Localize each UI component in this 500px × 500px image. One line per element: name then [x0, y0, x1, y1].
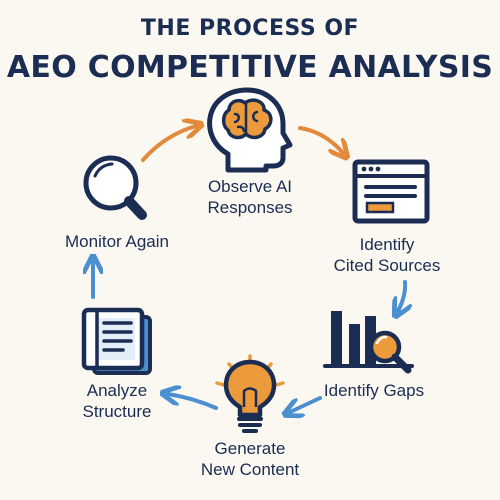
- step-label-generate: Generate New Content: [200, 439, 300, 479]
- step-label-monitor: Monitor Again: [65, 232, 169, 251]
- title-line-1: THE PROCESS OF: [140, 16, 360, 41]
- step-label-observe: Observe AI Responses: [207, 177, 293, 217]
- browser-window-icon: [352, 159, 430, 224]
- bar-chart-magnifier-icon: [323, 311, 414, 374]
- arrow-generate-to-analyze: [168, 394, 218, 410]
- arrow-observe-to-sources: [298, 126, 343, 153]
- arrow-gaps-to-generate: [290, 396, 322, 412]
- brain-head-icon: [207, 87, 293, 173]
- step-label-cited-sources: Identify Cited Sources: [333, 235, 441, 275]
- title-line-2: AEO COMPETITIVE ANALYSIS: [6, 50, 494, 85]
- step-label-analyze: Analyze Structure: [82, 381, 152, 421]
- arrow-sources-to-gaps: [398, 280, 405, 311]
- magnifying-glass-icon: [83, 155, 147, 220]
- lightbulb-icon: [215, 354, 285, 433]
- document-stack-icon: [81, 307, 152, 375]
- step-label-identify-gaps: Identify Gaps: [323, 381, 425, 400]
- arrow-monitor-to-observe: [141, 126, 196, 162]
